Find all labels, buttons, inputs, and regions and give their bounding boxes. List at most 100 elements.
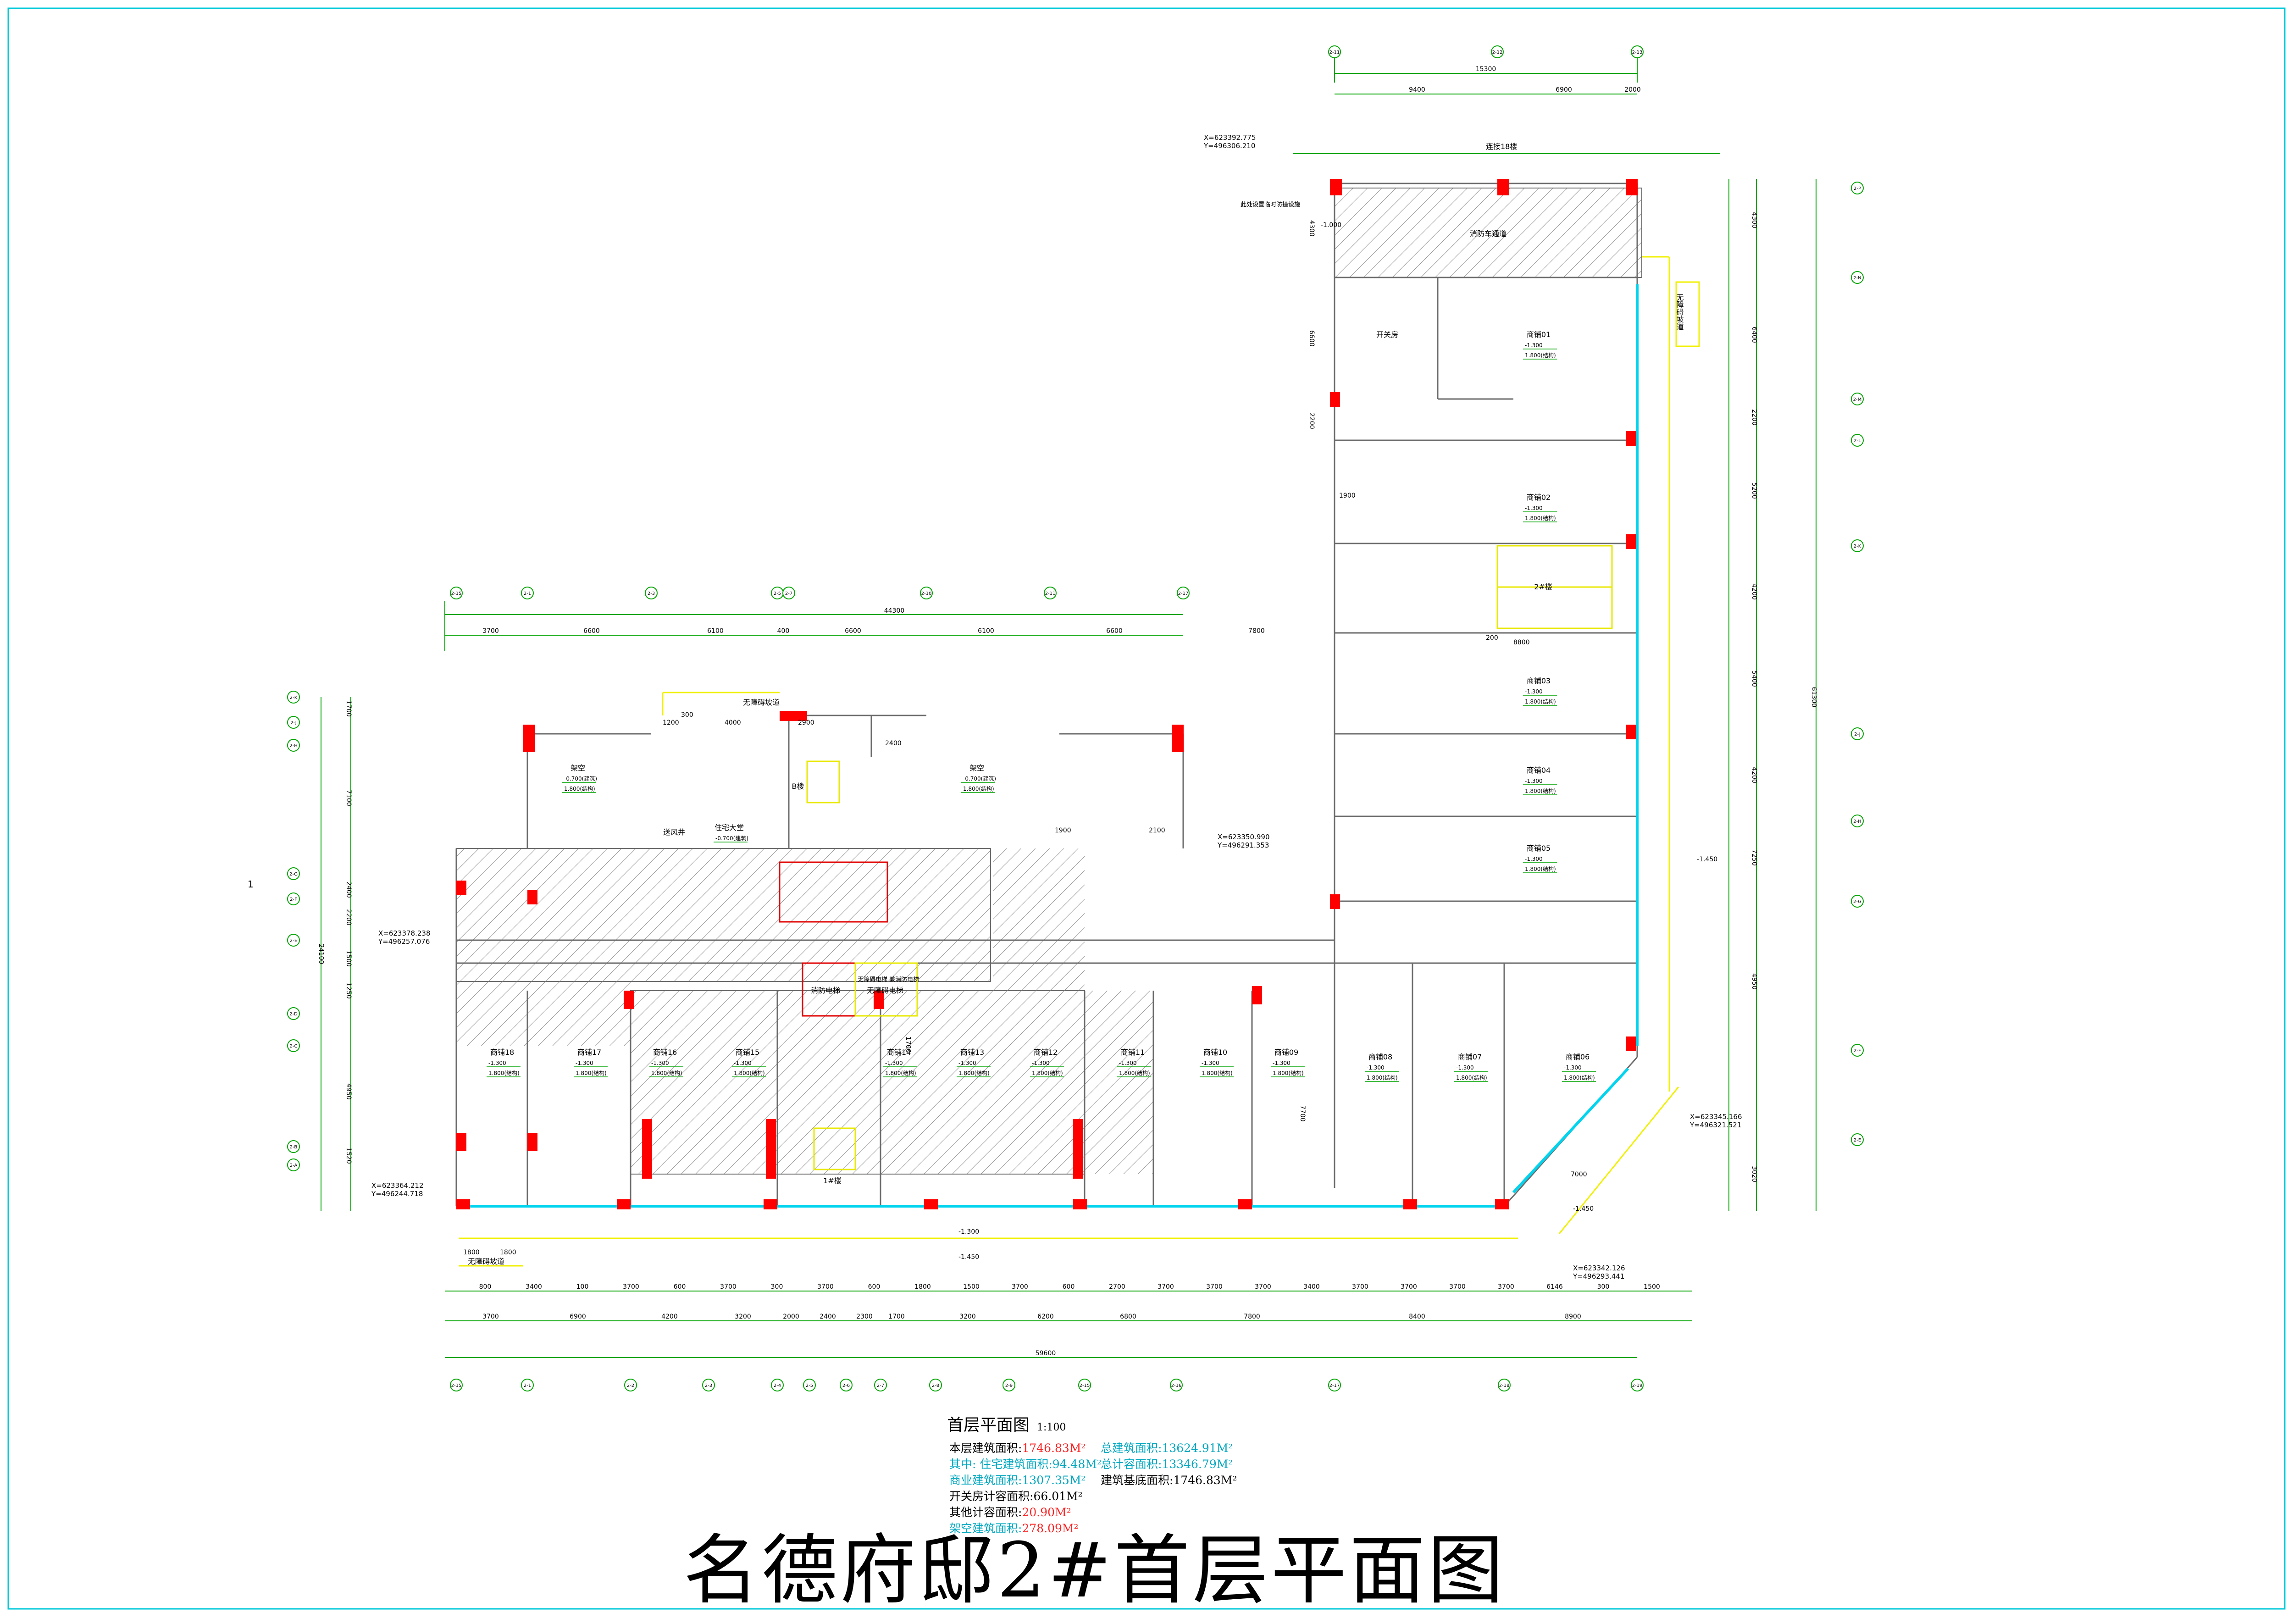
dimension-text: 300 — [771, 1283, 783, 1291]
axis-label: 2-H — [289, 743, 298, 748]
coordinate-labels: X=623392.775Y=496306.210X=623350.990Y=49… — [371, 133, 1742, 1280]
dimension-text: 2200 — [345, 909, 352, 926]
dimension-text: 600 — [868, 1283, 881, 1291]
axis-label: 2-K — [1854, 544, 1861, 549]
room-structure-level: 1.800(结构) — [1525, 515, 1556, 521]
room-structure-level: 1.800(结构) — [963, 785, 994, 792]
label-fire-note: 此处设置临时防撞设施 — [1241, 201, 1300, 208]
level-bot1: -1.300 — [958, 1228, 979, 1236]
dim-8800: 8800 — [1513, 639, 1530, 646]
stat-label: 其中: 住宅建筑面积: — [949, 1458, 1052, 1471]
level-neg1: -1.000 — [1321, 222, 1341, 229]
stat-row: 其他计容面积:20.90M² — [949, 1504, 1102, 1520]
axis-bubble: 2-H — [1851, 815, 1864, 827]
room-elevation: -1.300 — [1367, 1064, 1385, 1071]
stat-row: 建筑基底面积:1746.83M² — [1101, 1472, 1237, 1488]
room-name: 1#楼 — [823, 1176, 842, 1185]
axis-bubble: 2-5 — [771, 587, 784, 599]
room-structure-level: 1.800(结构) — [885, 1070, 916, 1076]
dimension-text: 6100 — [978, 627, 994, 635]
room-elevation: -1.300 — [885, 1060, 903, 1066]
stat-value: 1746.83M² — [1173, 1474, 1237, 1487]
dimension-text: 3700 — [1012, 1283, 1028, 1291]
dimension-text: 4200 — [661, 1313, 678, 1320]
room-structure-level: 1.800(结构) — [1119, 1070, 1150, 1076]
axis-bubble: 2-19 — [1631, 1379, 1644, 1391]
dimension-text: 3700 — [1352, 1283, 1368, 1291]
room-elevation: -1.300 — [1525, 688, 1543, 695]
room-name: 商铺18 — [490, 1048, 514, 1057]
room-name: 商铺01 — [1527, 330, 1551, 339]
axis-bubble: 2-6 — [840, 1379, 853, 1391]
room-r21: 架空-0.700(建筑)1.800(结构) — [562, 764, 597, 793]
dimension-text: 8400 — [1409, 1313, 1425, 1320]
room-r23: 住宅大堂-0.700(建筑) — [714, 823, 748, 842]
dimension-text: 3200 — [959, 1313, 976, 1320]
axis-bubble: 2-5 — [803, 1379, 816, 1391]
axis-bubble: 2-13 — [1631, 45, 1644, 58]
level-right: -1.450 — [1697, 856, 1717, 863]
stat-label: 本层建筑面积: — [949, 1441, 1022, 1455]
dimension-text: 2000 — [783, 1313, 799, 1320]
stat-value: 1746.83M² — [1022, 1441, 1086, 1455]
axis-bubble: 2-A — [287, 1158, 300, 1171]
dim-1200: 1200 — [663, 719, 679, 726]
room-name: 商铺14 — [887, 1048, 911, 1057]
stat-value: 278.09M² — [1022, 1522, 1079, 1535]
dim-1900b: 1900 — [1339, 492, 1356, 499]
room-name: B楼 — [792, 782, 804, 791]
room-r28: 消防电梯 — [811, 986, 840, 995]
axis-bubble: 2-J — [1851, 727, 1864, 740]
dimension-text: 1700 — [888, 1313, 905, 1320]
axis-bubble: 2-17 — [1177, 587, 1190, 599]
axis-bubble: 2-P — [1851, 182, 1864, 194]
label-ramp-bottom: 无障碍坡道 — [468, 1257, 504, 1266]
room-structure-level: 1.800(结构) — [958, 1070, 990, 1076]
axis-bubble: 2-16 — [1170, 1379, 1183, 1391]
drawing-title: 名德府邸2#首层平面图 — [683, 1526, 1507, 1614]
stat-row: 总建筑面积:13624.91M² — [1101, 1440, 1237, 1456]
dimension-text: 6100 — [707, 627, 724, 635]
axis-bubble: 2-3 — [645, 587, 658, 599]
border-frame — [7, 7, 2286, 1610]
axis-label: 2-4 — [774, 1383, 781, 1388]
room-structure-level: 1.800(结构) — [1032, 1070, 1063, 1076]
axis-label: 2-5 — [806, 1383, 813, 1388]
plan-title-text: 首层平面图 — [947, 1416, 1030, 1435]
coord-x: X=623378.238 — [378, 929, 431, 937]
axis-label: 2-K — [290, 695, 298, 700]
room-name: 商铺02 — [1527, 493, 1551, 502]
room-name: 住宅大堂 — [714, 823, 744, 832]
axis-bubble: 2-E — [1851, 1133, 1864, 1146]
dim-2200: 2200 — [1308, 413, 1315, 429]
room-name: 商铺12 — [1034, 1048, 1058, 1057]
dimension-text: 24100 — [317, 944, 325, 964]
misc-labels: 连接18楼 无障碍坡道 无障碍坡道 无障碍坡道 无障碍电梯 兼消防电梯 此处设置… — [248, 142, 1720, 1266]
dimension-text: 3700 — [817, 1283, 834, 1291]
room-name: 商铺07 — [1458, 1053, 1482, 1061]
axis-bubble: 2-D — [287, 1007, 300, 1020]
dimension-text: 3700 — [1401, 1283, 1417, 1291]
room-elevation: -1.300 — [1273, 1060, 1291, 1066]
axis-label: 2-G — [289, 872, 298, 877]
dimension-text: 8900 — [1565, 1313, 1581, 1320]
dimension-text: 59600 — [1036, 1350, 1056, 1357]
stat-label: 商业建筑面积: — [949, 1474, 1022, 1487]
axis-bubble: 2-F — [1851, 1044, 1864, 1057]
room-elevation: -1.300 — [734, 1060, 752, 1066]
room-elevation: -1.300 — [1202, 1060, 1219, 1066]
room-elevation: -1.300 — [1525, 505, 1543, 511]
dimension-text: 6400 — [1750, 327, 1758, 343]
room-structure-level: 1.800(结构) — [576, 1070, 607, 1076]
stat-label: 总计容面积: — [1101, 1458, 1162, 1471]
axis-label: 2-15 — [451, 591, 462, 596]
room-elevation: -0.700(建筑) — [564, 775, 597, 782]
dimension-text: 9400 — [1409, 86, 1425, 94]
